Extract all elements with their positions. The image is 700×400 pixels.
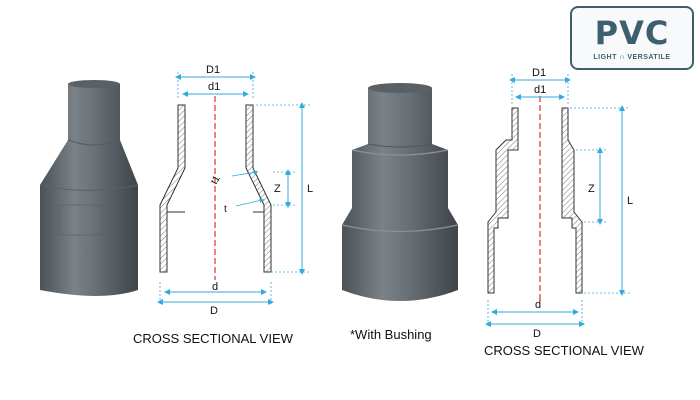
label-L-right: L [627,195,633,207]
label-d-right: d [535,299,541,311]
bushing-photo [341,83,459,301]
reducer-photo [39,80,139,296]
caption-left: CROSS SECTIONAL VIEW [133,331,293,346]
label-d1-left: d1 [208,81,220,93]
left-cross-section: D1 d1 t1 t Z L d D [157,64,313,317]
label-D1-right: D1 [532,67,546,79]
label-D-left: D [210,305,218,317]
label-L-left: L [307,183,313,195]
label-t-left: t [224,204,227,215]
pvc-logo: PVC LIGHT ∩ VERSATILE [570,6,694,70]
label-t1-left: t1 [209,173,223,186]
right-cross-section: D1 d1 Z L d D [485,67,633,340]
caption-right: CROSS SECTIONAL VIEW [484,343,644,358]
caption-middle: *With Bushing [350,327,432,342]
label-D1-left: D1 [206,64,220,76]
label-d1-right: d1 [534,84,546,96]
label-d-left: d [212,281,218,293]
label-Z-right: Z [588,183,595,195]
label-Z-left: Z [274,183,281,195]
logo-title: PVC [594,14,670,52]
label-D-right: D [533,328,541,340]
logo-tagline: LIGHT ∩ VERSATILE [593,54,671,61]
